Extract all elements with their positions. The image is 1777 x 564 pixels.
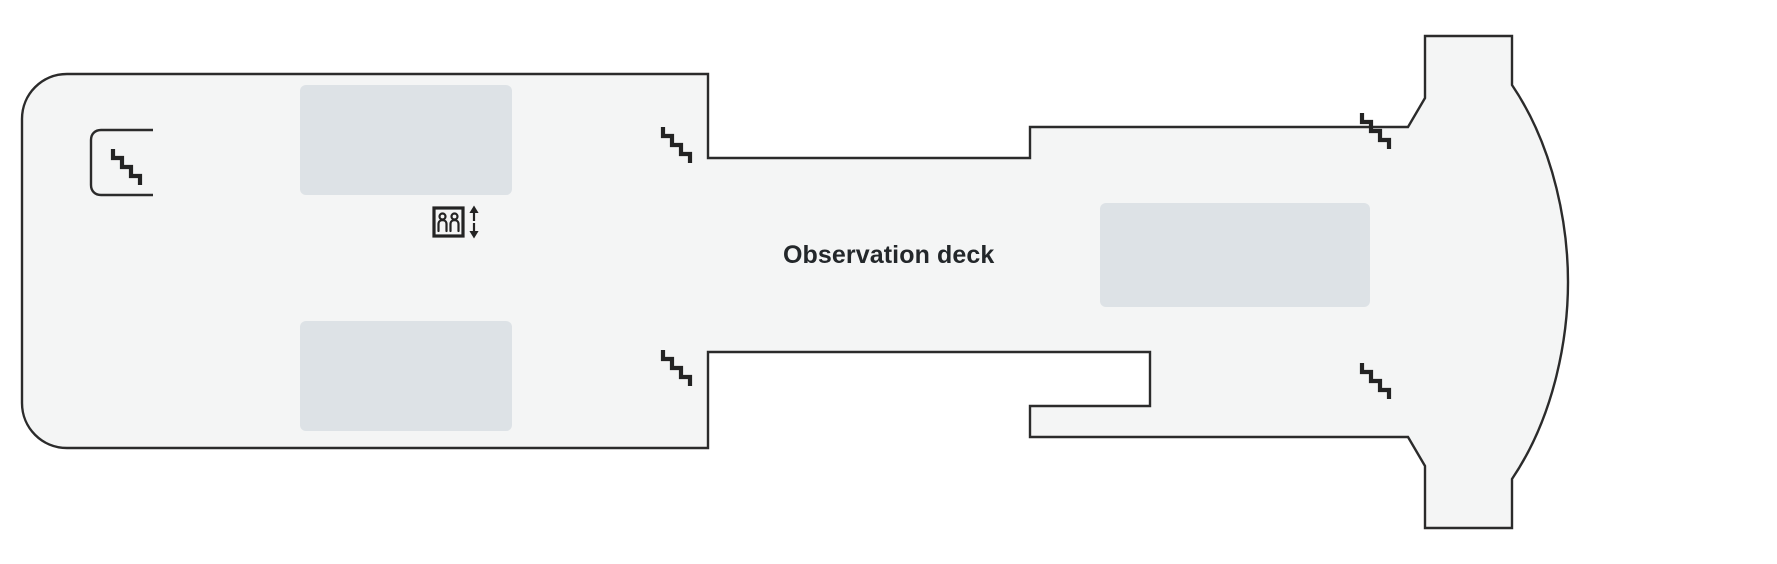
stairs-forward-enclosed[interactable] xyxy=(110,149,143,185)
elevator-up-arrow-head xyxy=(469,205,479,213)
stairs-icon xyxy=(660,127,693,163)
room-forward-lower xyxy=(300,321,512,431)
stairwell-enclosure-forward xyxy=(89,128,153,197)
stairs-aft-upper[interactable] xyxy=(1359,113,1392,149)
room-blocks xyxy=(300,85,1370,431)
elevator-person-body-left xyxy=(437,219,448,233)
stairs-icon xyxy=(110,149,143,185)
elevator-midship[interactable] xyxy=(432,205,479,239)
stairs-mid-upper[interactable] xyxy=(660,127,693,163)
stairs-icon xyxy=(1359,363,1392,399)
deck-label-observation-deck: Observation deck xyxy=(783,241,995,269)
room-aft-center xyxy=(1100,203,1370,307)
stairs-icon xyxy=(1359,113,1392,149)
elevator-person-body-right xyxy=(449,219,460,233)
elevator-down-arrow-head xyxy=(469,231,479,239)
stairs-mid-lower[interactable] xyxy=(660,350,693,386)
room-forward-upper xyxy=(300,85,512,195)
stairs-icon xyxy=(660,350,693,386)
stairs-aft-lower[interactable] xyxy=(1359,363,1392,399)
